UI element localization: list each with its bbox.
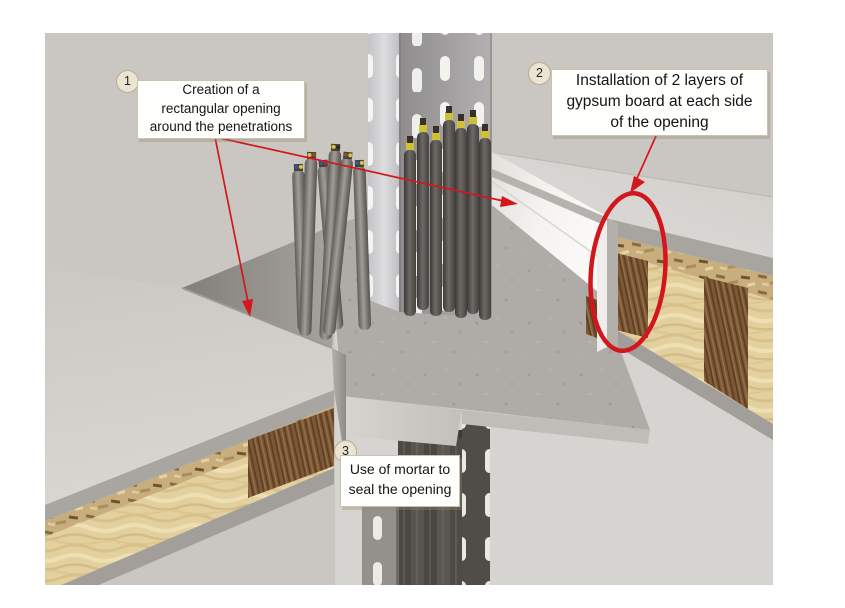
floor-top-surface-left <box>45 268 334 505</box>
cable <box>353 159 372 330</box>
callout-badge-2: 2 <box>528 62 551 85</box>
arrowhead-2 <box>630 176 645 193</box>
cable <box>443 106 455 312</box>
opening-near-edge <box>181 287 333 349</box>
cable <box>479 124 491 320</box>
osb-layer <box>613 236 773 300</box>
cable <box>455 114 467 318</box>
cable <box>467 110 479 314</box>
cable <box>404 136 416 316</box>
cable <box>319 143 342 340</box>
mortar-seal-front-face <box>340 394 462 446</box>
slab-end-face <box>332 348 346 468</box>
annotation-line-1b <box>214 136 509 203</box>
top-board-edge <box>45 390 334 521</box>
gypsum-board-edge-strip <box>597 220 607 352</box>
mortar-seal-front-lip <box>462 410 650 444</box>
gypsum-board-seam <box>480 173 601 259</box>
floor-slab-right <box>480 146 773 440</box>
cable <box>417 118 429 310</box>
wood-joist <box>248 408 334 498</box>
callout-badge-1: 1 <box>116 70 139 93</box>
callout-box-opening: Creation of a rectangular opening around… <box>137 80 305 139</box>
highlight-ellipse <box>588 190 668 354</box>
callout-box-gypsum: Installation of 2 layers of gypsum board… <box>551 69 768 136</box>
cable <box>430 126 442 316</box>
cable-bundle-rear <box>404 106 491 320</box>
floor-top-surface-right <box>483 153 773 258</box>
annotations <box>214 135 668 354</box>
bottom-board-edge <box>61 468 334 585</box>
slab-edge-trim <box>483 165 613 229</box>
annotation-line-2 <box>633 135 657 186</box>
annotation-line-1a <box>214 136 250 308</box>
arrowhead-1b <box>500 196 518 207</box>
floor-cross-section-left <box>45 390 334 585</box>
arrowhead-1a <box>242 299 253 317</box>
top-board-edge <box>613 220 773 276</box>
wood-joist <box>616 253 648 338</box>
slab-far-edge <box>496 152 773 198</box>
callout-box-mortar: Use of mortar to seal the opening <box>340 455 460 507</box>
floor-slab-left <box>45 268 346 585</box>
cable-bundle-front <box>292 143 372 340</box>
cable <box>322 151 353 336</box>
corner-trim-strip <box>607 220 618 350</box>
wood-joist <box>704 277 748 409</box>
bottom-board-edge <box>613 328 773 440</box>
floor-cross-section-right <box>613 220 773 440</box>
